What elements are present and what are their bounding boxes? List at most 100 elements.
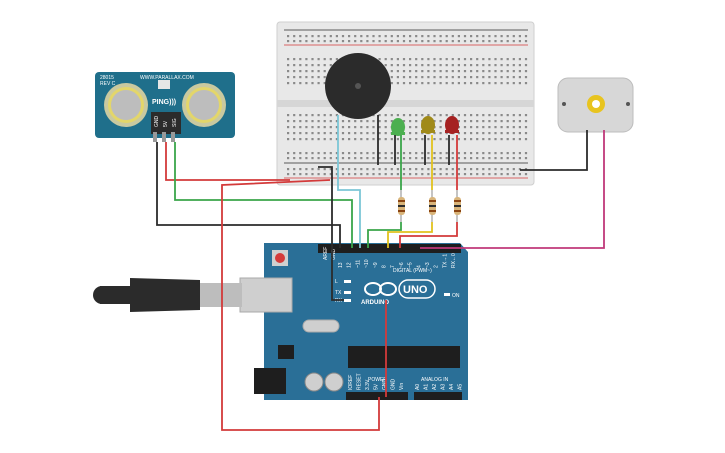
breadboard-hole[interactable] [524,138,528,141]
breadboard-hole[interactable] [299,40,302,43]
breadboard-hole[interactable] [384,64,387,67]
breadboard-hole[interactable] [287,152,290,155]
breadboard-hole[interactable] [524,76,528,79]
breadboard-hole[interactable] [470,58,473,61]
breadboard-hole[interactable] [433,35,436,38]
breadboard-hole[interactable] [512,132,515,135]
breadboard-hole[interactable] [463,132,467,135]
breadboard-hole[interactable] [329,64,332,67]
breadboard-hole[interactable] [421,58,424,61]
breadboard-hole[interactable] [317,76,320,79]
breadboard-hole[interactable] [287,168,290,171]
breadboard-hole[interactable] [348,132,351,135]
breadboard-hole[interactable] [470,173,473,176]
breadboard-hole[interactable] [287,35,290,38]
breadboard-hole[interactable] [470,70,473,73]
breadboard-hole[interactable] [500,132,503,135]
breadboard-hole[interactable] [421,138,424,141]
breadboard-hole[interactable] [335,157,338,160]
breadboard-hole[interactable] [476,114,479,117]
breadboard-hole[interactable] [348,168,351,171]
breadboard-hole[interactable] [329,152,332,155]
breadboard-hole[interactable] [299,82,302,85]
breadboard-hole[interactable] [445,152,448,155]
breadboard-hole[interactable] [445,168,448,171]
breadboard-hole[interactable] [482,120,485,123]
breadboard-hole[interactable] [421,76,424,79]
breadboard-hole[interactable] [299,64,302,67]
breadboard-hole[interactable] [305,173,308,176]
breadboard-hole[interactable] [384,132,387,135]
breadboard-hole[interactable] [494,152,497,155]
breadboard-hole[interactable] [476,82,479,85]
breadboard-hole[interactable] [360,120,363,123]
breadboard-hole[interactable] [323,168,326,171]
breadboard-hole[interactable] [293,40,296,43]
breadboard-hole[interactable] [305,126,308,129]
breadboard-hole[interactable] [360,132,363,135]
breadboard-hole[interactable] [512,173,515,176]
breadboard-hole[interactable] [317,114,320,117]
breadboard-hole[interactable] [494,35,497,38]
breadboard-hole[interactable] [396,35,399,38]
breadboard-hole[interactable] [470,132,473,135]
breadboard-hole[interactable] [378,35,381,38]
breadboard-hole[interactable] [457,138,460,141]
breadboard-hole[interactable] [506,76,509,79]
breadboard-hole[interactable] [390,58,393,61]
breadboard-hole[interactable] [287,40,290,43]
breadboard-hole[interactable] [366,40,369,43]
breadboard-hole[interactable] [482,35,485,38]
breadboard-hole[interactable] [476,35,479,38]
analog-header[interactable] [414,392,462,400]
breadboard-hole[interactable] [305,82,308,85]
breadboard-hole[interactable] [372,40,375,43]
breadboard-hole[interactable] [470,35,473,38]
breadboard-hole[interactable] [293,126,296,129]
breadboard-hole[interactable] [396,70,399,73]
breadboard-hole[interactable] [396,40,399,43]
breadboard-hole[interactable] [463,173,467,176]
breadboard-hole[interactable] [323,76,326,79]
breadboard-hole[interactable] [427,35,430,38]
breadboard-hole[interactable] [421,64,424,67]
breadboard-hole[interactable] [500,40,503,43]
breadboard-hole[interactable] [341,126,345,129]
breadboard-hole[interactable] [470,120,473,123]
breadboard-hole[interactable] [317,58,320,61]
breadboard-hole[interactable] [402,120,406,123]
breadboard-hole[interactable] [360,126,363,129]
breadboard-hole[interactable] [427,64,430,67]
breadboard-hole[interactable] [476,58,479,61]
breadboard-hole[interactable] [335,58,338,61]
breadboard-hole[interactable] [524,40,528,43]
breadboard-hole[interactable] [293,138,296,141]
breadboard-hole[interactable] [494,120,497,123]
breadboard-hole[interactable] [409,132,412,135]
breadboard-hole[interactable] [500,152,503,155]
breadboard-hole[interactable] [335,114,338,117]
breadboard-hole[interactable] [476,168,479,171]
breadboard-hole[interactable] [506,157,509,160]
breadboard-hole[interactable] [433,64,436,67]
breadboard-hole[interactable] [402,157,406,160]
breadboard-hole[interactable] [384,138,387,141]
breadboard-hole[interactable] [433,120,436,123]
breadboard-hole[interactable] [366,152,369,155]
breadboard-hole[interactable] [323,126,326,129]
breadboard-hole[interactable] [512,152,515,155]
breadboard-hole[interactable] [348,157,351,160]
breadboard-hole[interactable] [311,138,314,141]
breadboard-hole[interactable] [335,40,338,43]
breadboard-hole[interactable] [323,132,326,135]
breadboard-hole[interactable] [512,138,515,141]
breadboard-hole[interactable] [378,138,381,141]
breadboard-hole[interactable] [415,76,418,79]
breadboard-hole[interactable] [500,126,503,129]
digital-header[interactable] [318,244,461,253]
breadboard-hole[interactable] [494,114,497,117]
breadboard-hole[interactable] [494,173,497,176]
breadboard-hole[interactable] [311,157,314,160]
breadboard-hole[interactable] [329,138,332,141]
breadboard-hole[interactable] [372,157,375,160]
